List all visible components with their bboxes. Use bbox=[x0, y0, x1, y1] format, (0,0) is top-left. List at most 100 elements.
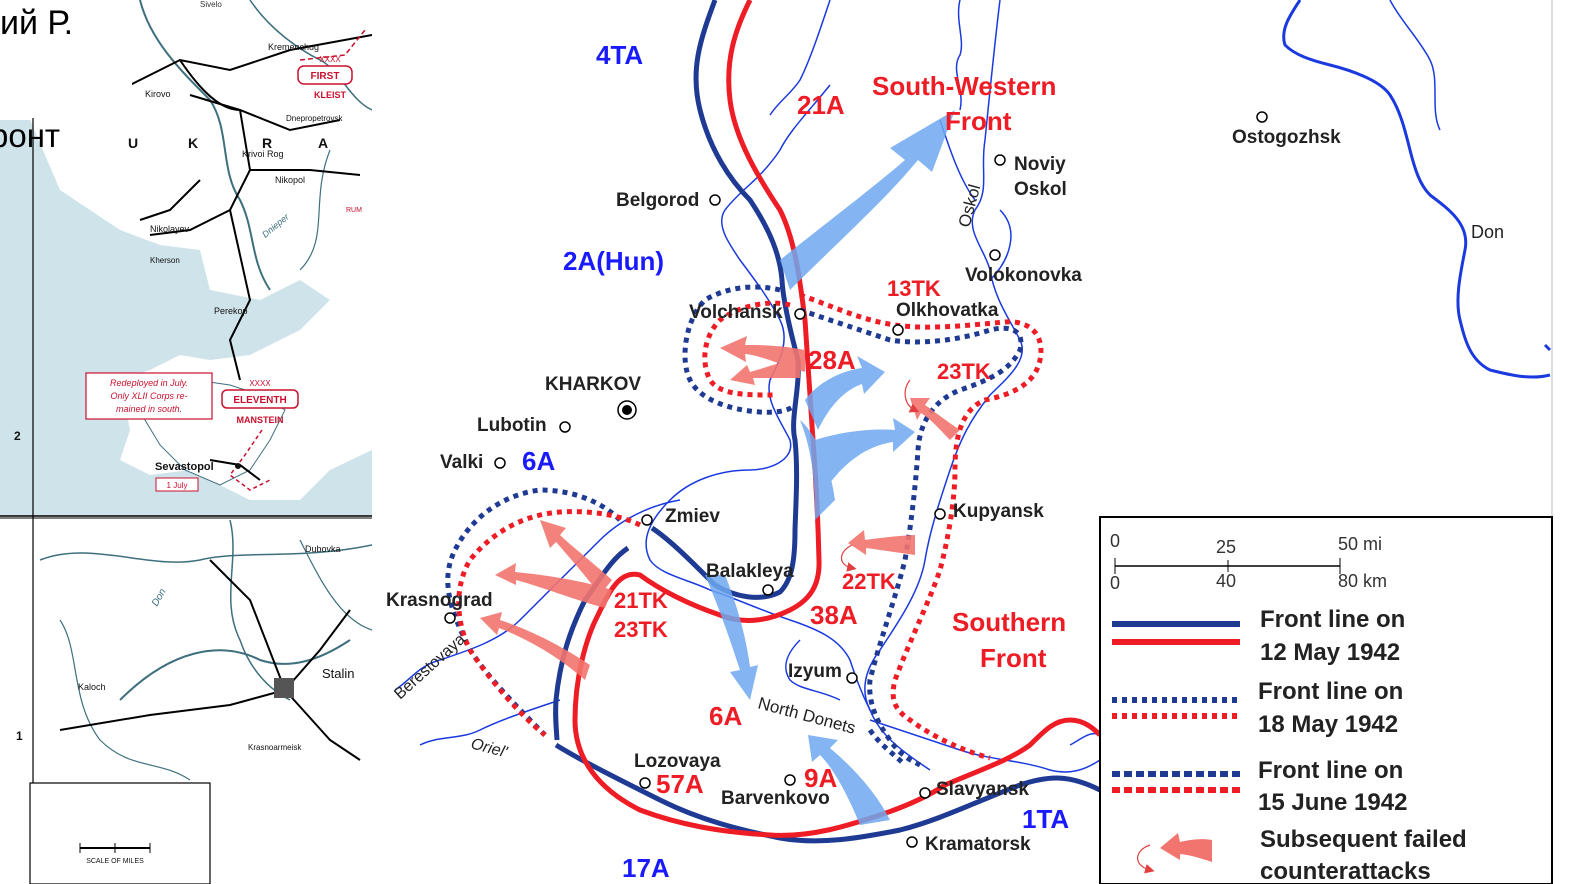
place-label: Perekop bbox=[214, 306, 248, 316]
legend-label: Subsequent failed bbox=[1260, 826, 1467, 853]
army-17a: 17A bbox=[622, 853, 670, 883]
front-line-12may-blue bbox=[650, 0, 801, 600]
army-21a: 21A bbox=[797, 90, 845, 120]
unit-eleventh-label: ELEVENTH bbox=[233, 395, 286, 406]
stalingrad-city-block bbox=[274, 678, 294, 698]
city-volokonovka: Volokonovka bbox=[965, 265, 1082, 286]
army-labels: 4TA 21A 2A(Hun) 13TK 28A 23TK 6A 22TK 21… bbox=[522, 40, 1069, 883]
river-label-don: Don bbox=[1471, 222, 1504, 242]
scale-label: SCALE OF MILES bbox=[86, 858, 144, 865]
army-1ta: 1TA bbox=[1022, 804, 1069, 834]
grid-number: 1 bbox=[16, 729, 23, 743]
slide-text-box bbox=[0, 0, 132, 118]
city-noviy-oskol: Noviy bbox=[1014, 154, 1066, 175]
place-label: Sivelo bbox=[200, 0, 222, 9]
city-balakleya: Balakleya bbox=[706, 561, 794, 582]
army-38a: 38A bbox=[810, 600, 858, 630]
place-label: Nikopol bbox=[275, 175, 305, 185]
region-letter: A bbox=[318, 135, 328, 151]
army-28a: 28A bbox=[808, 345, 856, 375]
place-label: Krasnoarmeisk bbox=[248, 743, 302, 752]
scale-km-80: 80 km bbox=[1338, 571, 1387, 591]
place-label: Dnepropetrovsk bbox=[286, 114, 343, 123]
place-label: Kaloch bbox=[78, 682, 106, 692]
city-krasnograd: Krasnograd bbox=[386, 590, 493, 611]
region-letter: U bbox=[128, 135, 138, 151]
unit-first-label: FIRST bbox=[311, 71, 340, 82]
place-label: Dubovka bbox=[305, 544, 341, 554]
scale-km-zero: 0 bbox=[1110, 573, 1120, 593]
legend-label: Front line on bbox=[1258, 757, 1403, 784]
city-kramatorsk: Kramatorsk bbox=[925, 834, 1031, 855]
redeploy-note-line: Only XLII Corps re- bbox=[110, 391, 187, 401]
place-label: Kirovo bbox=[145, 89, 171, 99]
place-label: RUM bbox=[346, 207, 362, 214]
army-22tk: 22TK bbox=[842, 569, 896, 594]
scale-mi-zero: 0 bbox=[1110, 531, 1120, 551]
place-label: Krivoi Rog bbox=[242, 149, 284, 159]
unit-size-marker: XXXX bbox=[319, 55, 341, 64]
redeploy-note-line: Redeployed in July. bbox=[110, 378, 188, 388]
legend-swatch-counterattack bbox=[1160, 833, 1212, 862]
city-markers bbox=[444, 111, 1268, 848]
kharkov-battle-map: Belgorod Noviy Oskol Ostogozhsk Volokono… bbox=[372, 0, 1570, 884]
city-valki: Valki bbox=[440, 452, 483, 473]
region-letter: K bbox=[188, 135, 198, 151]
city-lubotin: Lubotin bbox=[477, 415, 547, 436]
place-label: Stalin bbox=[322, 666, 355, 681]
legend-label: counterattacks bbox=[1260, 858, 1431, 884]
region-letter: R bbox=[262, 135, 272, 151]
redeploy-note-line: mained in south. bbox=[116, 404, 182, 414]
date-box-label: 1 July bbox=[167, 481, 188, 490]
unit-size-marker: XXXX bbox=[249, 379, 271, 388]
don-river bbox=[1282, 0, 1551, 379]
army-6a-german: 6A bbox=[522, 446, 555, 476]
unit-kleist-label: KLEIST bbox=[314, 90, 347, 100]
army-13tk: 13TK bbox=[887, 276, 941, 301]
city-barvenkovo: Barvenkovo bbox=[721, 788, 830, 809]
army-6a-soviet: 6A bbox=[709, 701, 742, 731]
city-lozovaya: Lozovaya bbox=[634, 751, 721, 772]
south-western-front-label: South-Western bbox=[872, 71, 1056, 101]
slide-subheading-fragment: ронт bbox=[0, 117, 61, 154]
city-kupyansk: Kupyansk bbox=[953, 501, 1044, 522]
city-slavyansk: Slavyansk bbox=[936, 779, 1029, 800]
unit-manstein-label: MANSTEIN bbox=[237, 415, 284, 425]
scale-mi-25: 25 bbox=[1216, 537, 1236, 557]
legend-label: Front line on bbox=[1258, 678, 1403, 705]
city-belgorod: Belgorod bbox=[616, 190, 699, 211]
scale-mi-50: 50 mi bbox=[1338, 534, 1382, 554]
army-57a: 57A bbox=[656, 769, 704, 799]
german-counterattack-arrows bbox=[480, 336, 960, 680]
place-label: Sevastopol bbox=[155, 461, 214, 473]
soviet-offensive-arrows bbox=[705, 110, 955, 825]
place-label: Kremenchug bbox=[268, 42, 319, 52]
city-kharkov: KHARKOV bbox=[545, 374, 641, 395]
army-2a-hun: 2A(Hun) bbox=[563, 246, 664, 276]
place-label: Nikolayev bbox=[150, 224, 190, 234]
slide-heading-fragment: ий Р. bbox=[0, 4, 74, 42]
front-labels: South-Western Front Southern Front bbox=[872, 71, 1066, 673]
city-olkhovatka: Olkhovatka bbox=[896, 300, 999, 321]
army-9a: 9A bbox=[804, 763, 837, 793]
front-line-12may-red bbox=[572, 0, 947, 838]
city-labels: Belgorod Noviy Oskol Ostogozhsk Volokono… bbox=[386, 127, 1341, 855]
army-4ta: 4TA bbox=[596, 40, 643, 70]
legend-label: Front line on bbox=[1260, 606, 1405, 633]
city-ostogozhsk: Ostogozhsk bbox=[1232, 127, 1341, 148]
army-23tk-south: 23TK bbox=[614, 617, 668, 642]
city-noviy-oskol: Oskol bbox=[1014, 179, 1067, 200]
place-label: Kherson bbox=[150, 256, 180, 265]
ukraine-overview-map: FIRST KLEIST XXXX Redeployed in July. On… bbox=[0, 0, 372, 884]
grid-number: 2 bbox=[14, 429, 21, 443]
army-21tk: 21TK bbox=[614, 588, 668, 613]
army-23tk-north: 23TK bbox=[937, 359, 991, 384]
city-izyum: Izyum bbox=[788, 661, 842, 682]
south-western-front-label: Front bbox=[945, 106, 1012, 136]
map-legend: 0 25 50 mi 0 40 80 km Front line on 12 M… bbox=[1099, 516, 1553, 884]
southern-front-label: Front bbox=[980, 643, 1047, 673]
city-volchansk: Volchansk bbox=[689, 302, 783, 323]
river-network bbox=[394, 0, 1101, 773]
legend-label: 18 May 1942 bbox=[1258, 711, 1398, 738]
southern-front-label: Southern bbox=[952, 607, 1066, 637]
